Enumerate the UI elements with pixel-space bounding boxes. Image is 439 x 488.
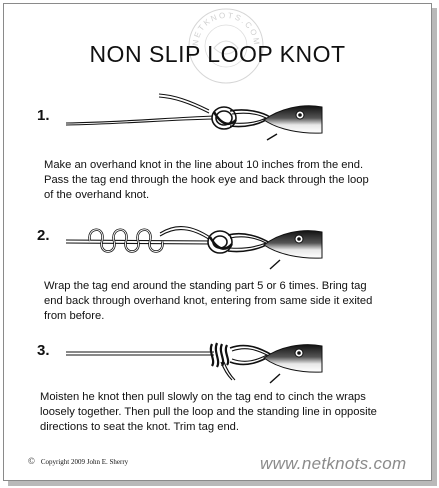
step-2-line-3: from before. <box>44 310 105 322</box>
step-3-line-2: loosely together. Then pull the loop and… <box>40 406 377 418</box>
page-title: NON SLIP LOOP KNOT <box>89 41 346 67</box>
step-1-line-1: Make an overhand knot in the line about … <box>44 159 364 171</box>
step-1-line-2: Pass the tag end through the hook eye an… <box>44 174 369 186</box>
step-3-line-1: Moisten he knot then pull slowly on the … <box>40 391 366 403</box>
step-1-line-3: of the overhand knot. <box>44 189 150 201</box>
step-1-description: Make an overhand knot in the line about … <box>44 158 369 203</box>
netknots-seal-logo: NETKNOTS.COM <box>188 8 264 84</box>
step-2-illustration <box>65 226 323 270</box>
step-3-number: 3. <box>37 342 50 359</box>
step-3-illustration <box>66 342 323 384</box>
copyright-symbol: © <box>28 456 35 466</box>
copyright-notice: © Copyright 2009 John E. Sherry <box>28 456 128 466</box>
website-link[interactable]: www.netknots.com <box>260 454 407 473</box>
step-2-description: Wrap the tag end around the standing par… <box>44 279 372 324</box>
step-1-illustration <box>65 93 323 141</box>
step-1-number: 1. <box>37 107 50 124</box>
knot-instruction-card: NETKNOTS.COM NON SLIP LOOP KNOT 1. <box>3 3 432 481</box>
step-3-line-3: directions to seat the knot. Trim tag en… <box>40 421 239 433</box>
step-2-number: 2. <box>37 227 50 244</box>
copyright-text: Copyright 2009 John E. Sherry <box>40 458 129 466</box>
step-2-line-2: end back through overhand knot, entering… <box>44 295 373 307</box>
step-3-description: Moisten he knot then pull slowly on the … <box>40 390 377 435</box>
step-2-line-1: Wrap the tag end around the standing par… <box>44 280 367 292</box>
